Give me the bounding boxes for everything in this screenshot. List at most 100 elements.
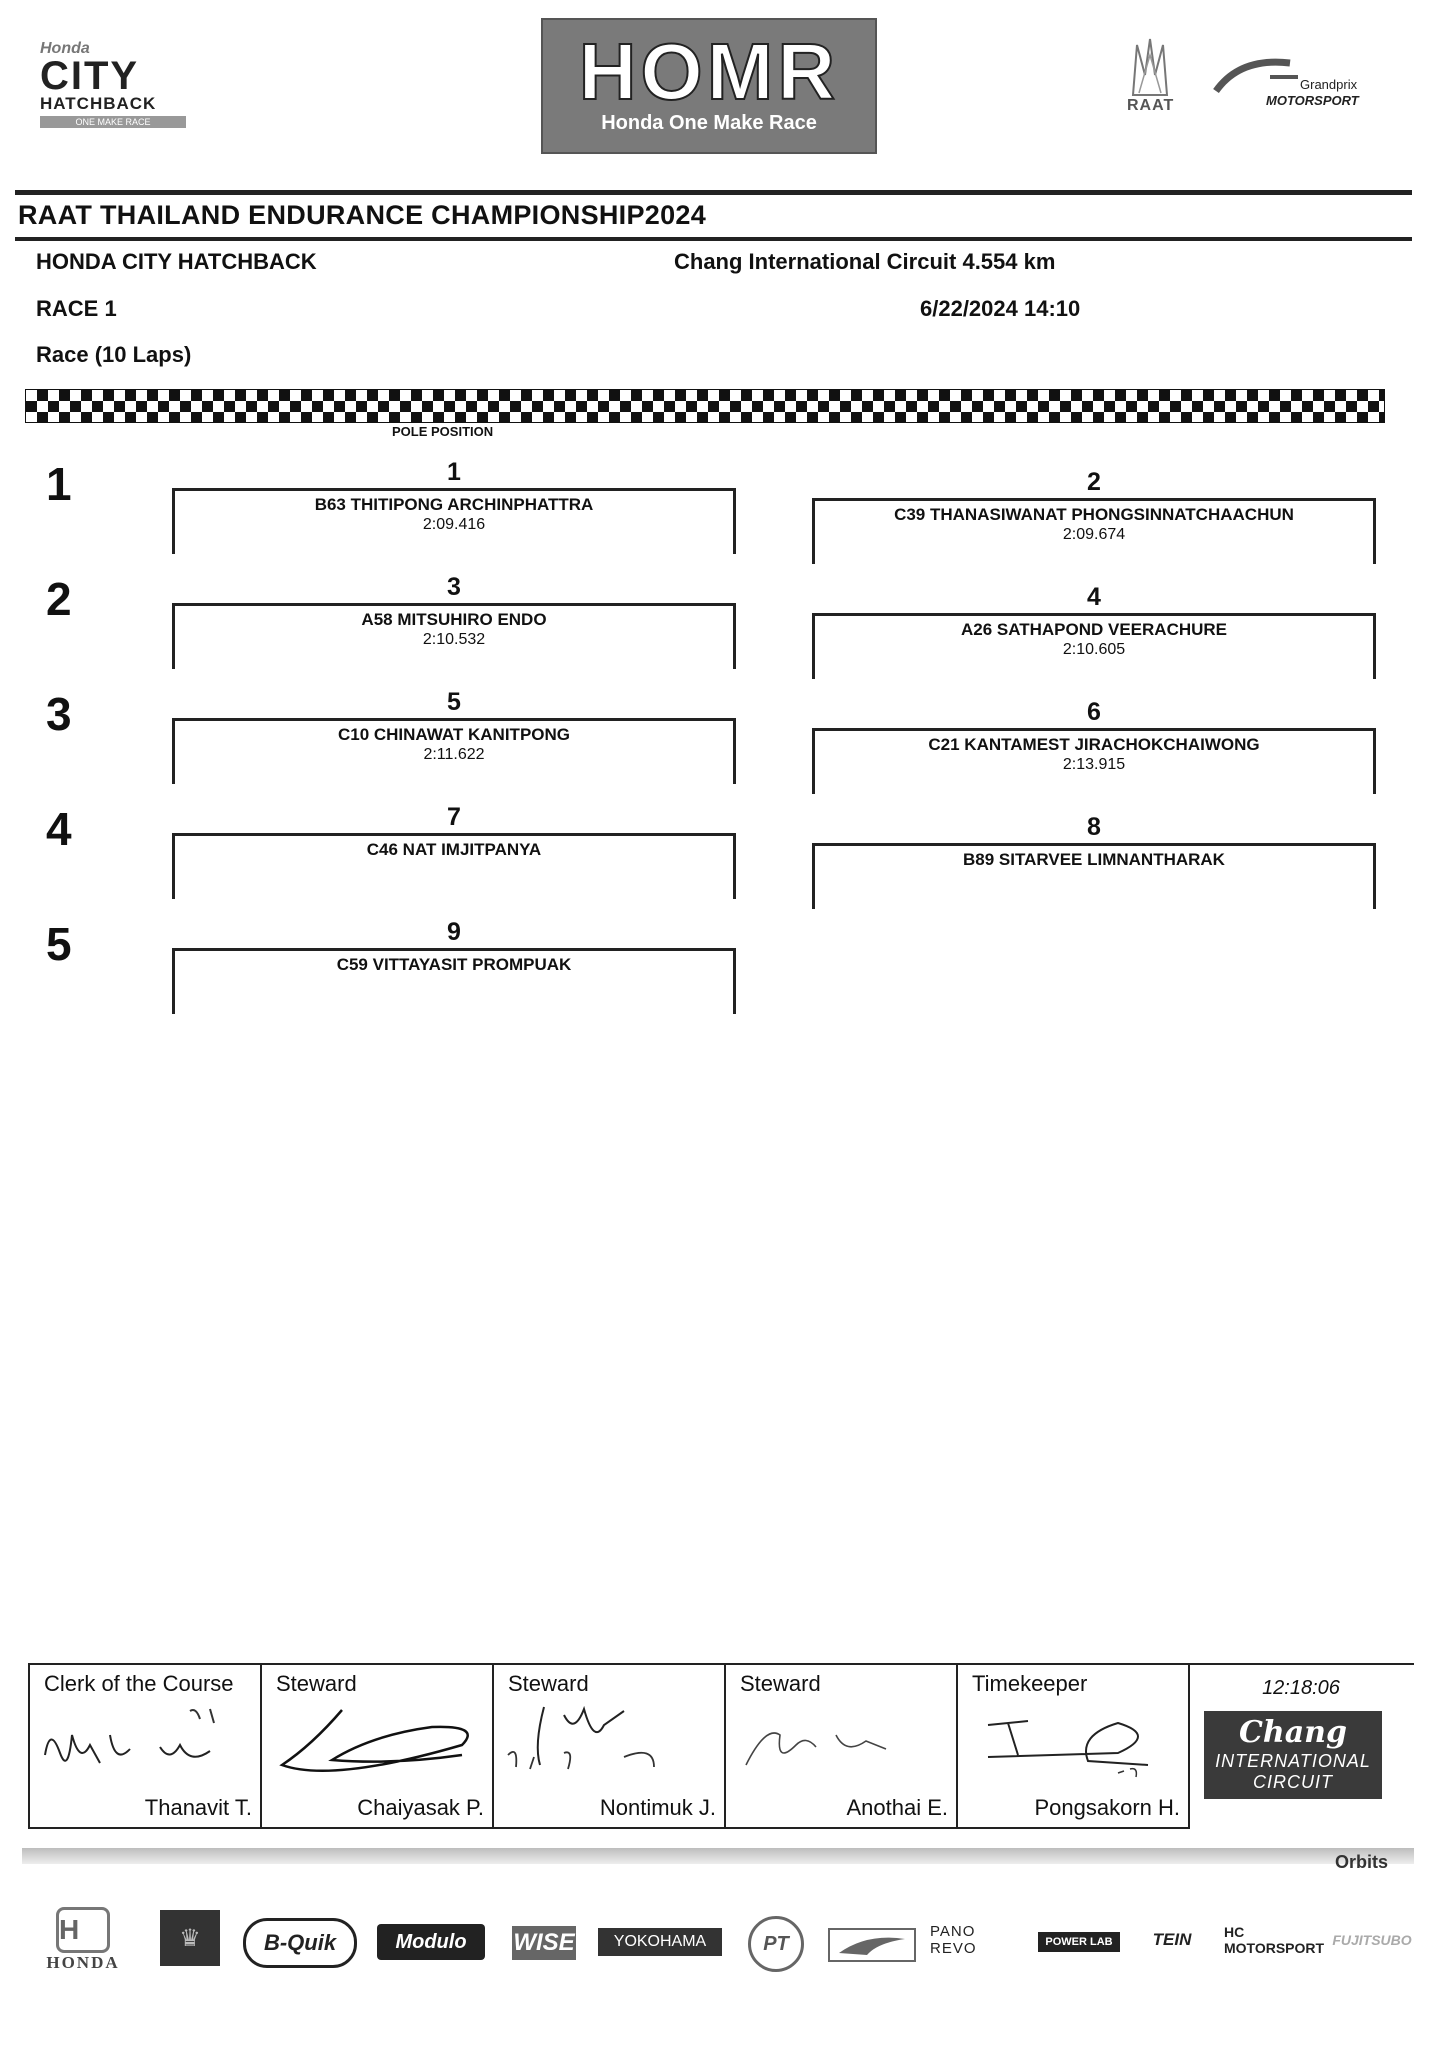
- grandprix-swoosh-icon: [1213, 58, 1298, 94]
- raat-logo-text: RAAT: [1127, 97, 1175, 114]
- signature-role: Steward: [740, 1671, 821, 1696]
- header-rule-bottom: [15, 237, 1412, 241]
- signature-cell-timekeeper: Timekeeper Pongsakorn H.: [958, 1665, 1190, 1829]
- signature-table: Clerk of the Course Thanavit T. Steward …: [28, 1663, 1414, 1829]
- handwritten-signature-icon: [44, 1708, 215, 1764]
- driver-name: C39 THANASIWANAT PHONGSINNATCHAACHUN: [894, 505, 1294, 524]
- driver-name: C59 VITTAYASIT PROMPUAK: [336, 955, 572, 974]
- driver-name: C46 NAT IMJITPANYA: [366, 840, 542, 859]
- checkered-flag-banner: [25, 389, 1385, 423]
- signature-cell-steward-1: Steward Chaiyasak P.: [262, 1665, 494, 1829]
- signature-cell-steward-3: Steward Anothai E.: [726, 1665, 958, 1829]
- grid-row-number: 5: [46, 918, 72, 970]
- chang-logo-line2: INTERNATIONAL: [1215, 1751, 1371, 1771]
- sponsor-powerlab-logo: POWER LAB: [1038, 1932, 1120, 1952]
- sponsor-wise-logo: WISE: [512, 1926, 576, 1960]
- raat-logo: RAAT: [1125, 35, 1175, 130]
- logo-brand: Honda: [40, 40, 90, 57]
- logo-line2: HATCHBACK: [40, 94, 157, 113]
- signature-role: Clerk of the Course: [44, 1671, 234, 1696]
- signature-cell-time: 12:18:06 Chang INTERNATIONAL CIRCUIT: [1190, 1665, 1412, 1829]
- grid-box: B89 SITARVEE LIMNANTHARAK: [812, 843, 1376, 909]
- honda-h-icon: H: [56, 1907, 110, 1953]
- grid-box: C21 KANTAMEST JIRACHOKCHAIWONG 2:13.915: [812, 728, 1376, 794]
- driver-name: B89 SITARVEE LIMNANTHARAK: [963, 850, 1225, 869]
- sponsor-honda-logo: H HONDA: [28, 1907, 138, 1972]
- handwritten-signature-icon: [745, 1732, 887, 1766]
- driver-name: C21 KANTAMEST JIRACHOKCHAIWONG: [928, 735, 1260, 754]
- grid-box: A26 SATHAPOND VEERACHURE 2:10.605: [812, 613, 1376, 679]
- city-hatchback-logo: Honda CITY HATCHBACK ONE MAKE RACE: [40, 40, 200, 130]
- signature-cell-clerk: Clerk of the Course Thanavit T.: [30, 1665, 262, 1829]
- grid-slot: 4 A26 SATHAPOND VEERACHURE 2:10.605: [812, 583, 1376, 679]
- signatory-name: Anothai E.: [846, 1795, 948, 1820]
- grid-box: A58 MITSUHIRO ENDO 2:10.532: [172, 603, 736, 669]
- driver-name: A26 SATHAPOND VEERACHURE: [960, 620, 1228, 639]
- signatory-name: Chaiyasak P.: [357, 1795, 484, 1820]
- grid-position: 4: [1087, 583, 1101, 611]
- sponsor-pano-revo-logo: PANO REVO: [930, 1923, 977, 1957]
- qualifying-time: 2:09.674: [1062, 526, 1126, 543]
- grid-position: 1: [447, 458, 461, 486]
- qualifying-time: 2:09.416: [422, 516, 486, 533]
- signatory-name: Pongsakorn H.: [1034, 1795, 1180, 1820]
- homr-logo-subtitle: Honda One Make Race: [601, 112, 817, 134]
- driver-name: B63 THITIPONG ARCHINPHATTRA: [314, 495, 594, 514]
- sponsor-lion-logo: ♛: [160, 1910, 220, 1966]
- sponsor-pt-logo: PT: [748, 1916, 804, 1972]
- logo-line3: ONE MAKE RACE: [40, 116, 186, 128]
- handwritten-signature-icon: [987, 1720, 1149, 1778]
- circuit-name: Chang International Circuit 4.554 km: [674, 249, 1056, 274]
- championship-title: RAAT THAILAND ENDURANCE CHAMPIONSHIP2024: [18, 200, 707, 230]
- grid-row-number: 1: [46, 458, 72, 510]
- grandprix-motorsport-logo: Grandprix MOTORSPORT: [1210, 55, 1380, 115]
- signature-cell-steward-2: Steward Nontimuk J.: [494, 1665, 726, 1829]
- grid-box: C10 CHINAWAT KANITPONG 2:11.622: [172, 718, 736, 784]
- signature-role: Steward: [276, 1671, 357, 1696]
- qualifying-time: 2:13.915: [1062, 756, 1126, 773]
- sponsor-yokohama-logo: YOKOHAMA: [598, 1928, 722, 1956]
- orbits-label: Orbits: [1335, 1852, 1389, 1872]
- race-date-time: 6/22/2024 14:10: [920, 296, 1081, 321]
- signatory-name: Thanavit T.: [144, 1795, 252, 1820]
- qualifying-time: 2:11.622: [423, 746, 485, 763]
- homr-logo-text: HOMR: [578, 27, 840, 116]
- sponsor-fujitsubo-logo: FUJITSUBO: [1332, 1932, 1412, 1948]
- qualifying-time: 2:10.532: [422, 631, 486, 648]
- grid-slot: 1 B63 THITIPONG ARCHINPHATTRA 2:09.416: [172, 458, 736, 554]
- grid-slot: 3 A58 MITSUHIRO ENDO 2:10.532: [172, 573, 736, 669]
- grid-box: B63 THITIPONG ARCHINPHATTRA 2:09.416: [172, 488, 736, 554]
- grid-row-number: 2: [46, 573, 72, 625]
- race-description: Race (10 Laps): [36, 342, 192, 367]
- grid-position: 3: [447, 573, 461, 601]
- header-rule-top: [15, 190, 1412, 195]
- race-number: RACE 1: [36, 296, 117, 321]
- grid-row-number: 4: [46, 803, 72, 855]
- grid-slot: 6 C21 KANTAMEST JIRACHOKCHAIWONG 2:13.91…: [812, 698, 1376, 794]
- grid-position: 7: [447, 803, 461, 831]
- grandprix-logo-line2: MOTORSPORT: [1266, 93, 1359, 108]
- grid-position: 5: [447, 688, 461, 716]
- logo-line1: CITY: [40, 54, 140, 98]
- sponsor-bquik-logo: B-Quik: [243, 1918, 357, 1968]
- grid-box: C39 THANASIWANAT PHONGSINNATCHAACHUN 2:0…: [812, 498, 1376, 564]
- sponsor-hc-motorsport-logo: HC MOTORSPORT: [1223, 1924, 1325, 1956]
- grid-slot: 9 C59 VITTAYASIT PROMPUAK: [172, 918, 736, 1014]
- footer-band: [22, 1848, 1414, 1864]
- grid-position: 9: [447, 918, 461, 946]
- sponsor-honda-text: HONDA: [46, 1953, 120, 1972]
- sponsor-tein-logo: TEIN: [1152, 1930, 1192, 1949]
- qualifying-time: 2:10.605: [1062, 641, 1126, 658]
- chang-circuit-logo: Chang INTERNATIONAL CIRCUIT: [1204, 1711, 1382, 1799]
- signature-role: Steward: [508, 1671, 589, 1696]
- bird-wing-icon: [839, 1937, 905, 1955]
- raat-emblem-icon: [1131, 38, 1169, 96]
- signature-role: Timekeeper: [972, 1671, 1088, 1696]
- grid-box: C59 VITTAYASIT PROMPUAK: [172, 948, 736, 1014]
- chang-logo-line3: CIRCUIT: [1253, 1772, 1333, 1792]
- grid-row-number: 3: [46, 688, 72, 740]
- driver-name: C10 CHINAWAT KANITPONG: [337, 725, 571, 744]
- signatory-name: Nontimuk J.: [599, 1795, 716, 1820]
- grid-slot: 8 B89 SITARVEE LIMNANTHARAK: [812, 813, 1376, 909]
- pole-position-label: POLE POSITION: [392, 424, 494, 439]
